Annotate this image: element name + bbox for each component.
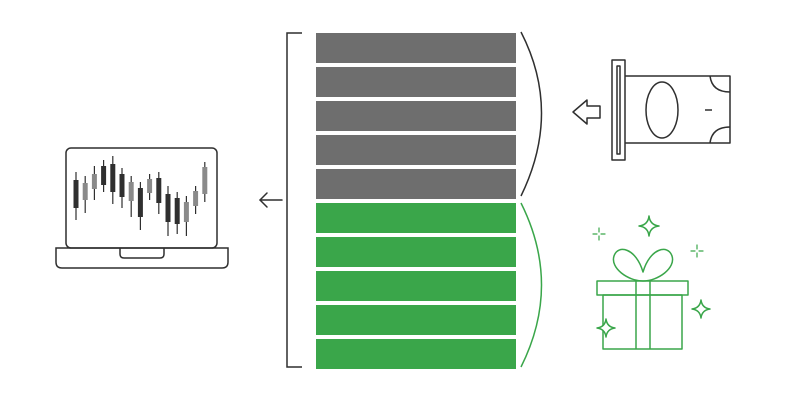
sparkle-icon [592,227,606,241]
sparkle-icon [638,215,660,237]
bonus-segment [316,305,516,335]
sparkle-icon [596,318,616,338]
candlestick [119,168,125,208]
candlestick [101,160,107,192]
banknote [625,75,731,144]
bonus-segment [316,271,516,301]
banknote-portrait [645,81,679,139]
candlestick [156,172,162,214]
candlestick [128,176,134,217]
candlestick [174,192,180,234]
deposit-segment [316,33,516,63]
stack-bracket [286,32,302,368]
candlestick [202,162,208,202]
deposit-segment [316,135,516,165]
deposit-segment [316,101,516,131]
candlestick [73,172,79,220]
gift-lid [596,280,689,296]
deposit-segment [316,67,516,97]
sparkle-icon [691,299,711,319]
candlestick [91,166,97,200]
candlestick [110,156,116,204]
bonus-segment [316,339,516,369]
sparkle-icon [690,244,704,258]
laptop-trackpad [119,248,165,259]
candlestick-chart [73,156,208,236]
hollow-arrow-left-icon [572,99,601,125]
cash-slot [611,59,626,161]
balance-stack [316,33,516,369]
gift-box [602,294,683,350]
bonus-brace [520,202,543,368]
deposit-brace [520,31,543,197]
laptop-chart-icon [55,147,229,269]
candlestick [137,182,143,230]
bonus-segment [316,237,516,267]
bonus-segment [316,203,516,233]
candlestick [183,196,189,236]
gift-box-icon [596,248,689,350]
arrow-left-icon [259,192,283,208]
gift-bow [612,248,674,282]
candlestick [82,176,88,213]
candlestick [193,186,199,214]
laptop-base [55,247,229,269]
deposit-segment [316,169,516,199]
candlestick [147,174,153,200]
cash-withdrawal-icon [611,59,731,161]
banknote-corner-top [709,75,731,93]
cash-slot-inner [616,65,621,155]
banknote-corner-bottom [709,126,731,144]
candlestick [165,186,171,236]
